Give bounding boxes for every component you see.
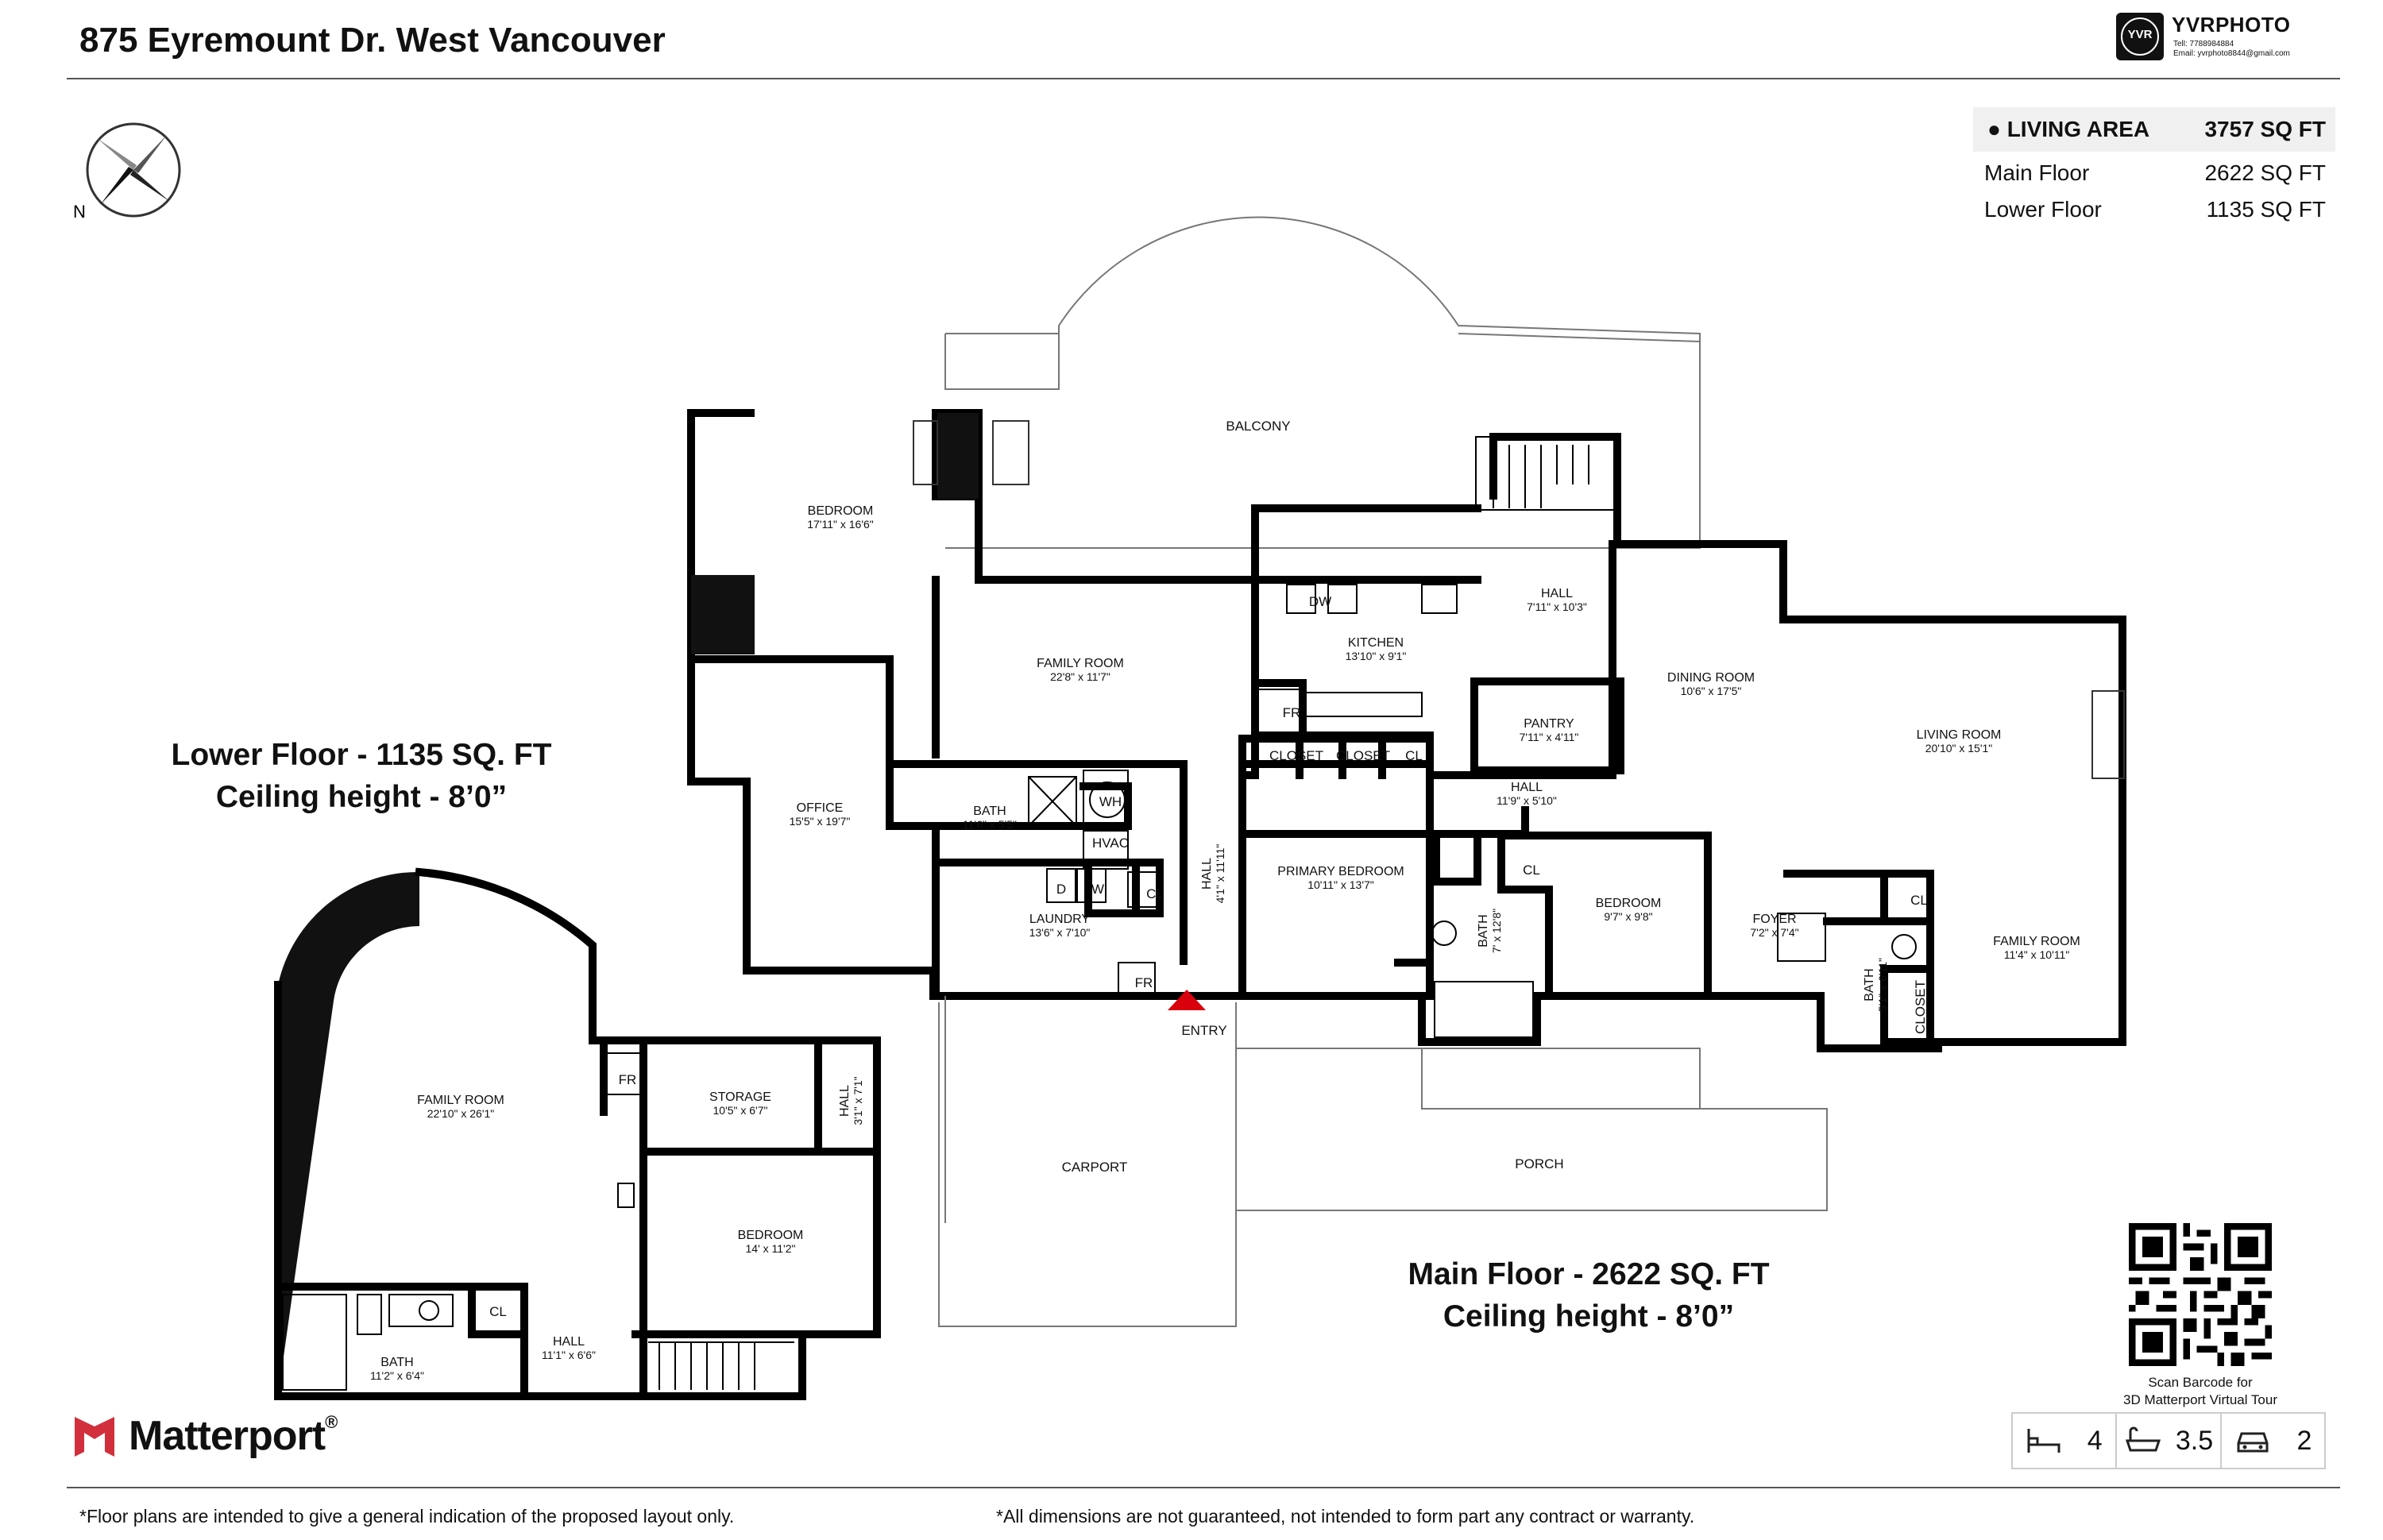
room-laundry: LAUNDRY 13'6" x 7'10" <box>1029 913 1091 939</box>
room-bedroom-second: BEDROOM 9'7" x 9'8" <box>1595 897 1662 923</box>
living-area-table: ● LIVING AREA 3757 SQ FT Main Floor 2622… <box>1973 107 2335 228</box>
label-porch: PORCH <box>1515 1156 1564 1171</box>
room-hall-vertical: HALL 4'1" x 11'11" <box>1200 843 1226 904</box>
label-lower-fr: FR <box>618 1072 637 1087</box>
label-dw: DW <box>1308 594 1332 609</box>
room-lower-bath: BATH 11'2" x 6'4" <box>370 1356 424 1382</box>
label-fr-entry: FR <box>1134 975 1153 990</box>
label-closet-2: CLOSET <box>1335 748 1391 763</box>
room-lower-hall-v: HALL 3'1" x 7'1" <box>838 1076 864 1125</box>
main-floor-walls <box>687 409 2126 1052</box>
label-carport: CARPORT <box>1061 1160 1128 1175</box>
area-row-main: Main Floor 2622 SQ FT <box>1984 160 2326 185</box>
car-icon <box>2237 1432 2269 1453</box>
label-hvac: HVAC <box>1092 836 1129 851</box>
room-family-east: FAMILY ROOM 11'4" x 10'11" <box>1993 935 2080 961</box>
brand-tel: Tell: 7788984884 <box>2173 40 2234 48</box>
qr-caption: Scan Barcode for 3D Matterport Virtual T… <box>2122 1375 2277 1407</box>
header-divider <box>67 78 2340 79</box>
balcony-outline <box>944 216 1701 549</box>
room-kitchen: KITCHEN 13'10" x 9'1" <box>1345 636 1407 662</box>
room-pantry: PANTRY 7'11" x 4'11" <box>1519 717 1579 743</box>
bed-icon <box>2027 1429 2061 1453</box>
page-title: 875 Eyremount Dr. West Vancouver <box>79 21 666 60</box>
room-lower-family: FAMILY ROOM 22'10" x 26'1" <box>417 1094 504 1120</box>
room-foyer: FOYER 7'2" x 7'4" <box>1750 913 1799 939</box>
compass-icon: N <box>73 122 181 222</box>
room-bedroom-main: BEDROOM 17'11" x 16'6" <box>807 504 874 531</box>
label-wh: WH <box>1099 794 1122 809</box>
label-dryer: D <box>1056 882 1067 897</box>
room-office: OFFICE 15'5" x 19'7" <box>789 801 851 828</box>
lower-floor-walls <box>274 867 881 1400</box>
room-hall-top: HALL 7'11" x 10'3" <box>1527 587 1587 613</box>
stat-beds: 4 <box>2013 1414 2118 1468</box>
room-bath-main: BATH 11'6" x 5'5" <box>963 805 1017 831</box>
room-hall-mid: HALL 11'9" x 5'10" <box>1497 781 1557 807</box>
living-area-header: ● LIVING AREA 3757 SQ FT <box>1973 107 2335 152</box>
label-entry: ENTRY <box>1181 1023 1227 1038</box>
area-row-lower: Lower Floor 1135 SQ FT <box>1984 197 2326 222</box>
room-bath-primary: BATH 7' x 12'8" <box>1477 908 1503 954</box>
matterport-brand: Matterport® <box>129 1412 338 1459</box>
label-closet-1: CLOSET <box>1269 748 1324 763</box>
stat-baths: 3.5 <box>2117 1414 2222 1468</box>
brand-name: YVRPHOTO <box>2172 13 2291 37</box>
room-lower-hall: HALL 11'1" x 6'6" <box>542 1335 596 1361</box>
bathtub-icon <box>2125 1426 2161 1452</box>
label-cl-hall: CL <box>1405 748 1423 763</box>
label-fr-kitchen: FR <box>1282 705 1301 720</box>
property-stats: 4 3.5 2 <box>2011 1412 2326 1469</box>
main-floor-interior <box>687 433 1934 1046</box>
room-primary-bedroom: PRIMARY BEDROOM 10'11" x 13'7" <box>1277 865 1404 891</box>
room-living: LIVING ROOM 20'10" x 15'1" <box>1916 728 2002 755</box>
room-dining: DINING ROOM 10'6" x 17'5" <box>1667 671 1755 697</box>
label-lower-cl: CL <box>489 1304 507 1319</box>
label-washer: W <box>1091 882 1105 897</box>
label-cl-foyer: CL <box>1910 893 1928 908</box>
room-lower-bedroom: BEDROOM 14' x 11'2" <box>737 1229 804 1255</box>
main-floor-caption: Main Floor - 2622 SQ. FT Ceiling height … <box>1408 1257 1770 1334</box>
lower-floor-caption: Lower Floor - 1135 SQ. FT Ceiling height… <box>171 738 552 814</box>
balcony-stairs <box>1475 436 1616 511</box>
stat-garage: 2 <box>2222 1414 2324 1468</box>
footer-disclaimer-right: *All dimensions are not guaranteed, not … <box>996 1506 1695 1526</box>
balcony-label: BALCONY <box>1226 419 1291 434</box>
matterport-logo-icon <box>75 1417 114 1457</box>
qr-code-icon[interactable] <box>2129 1223 2272 1366</box>
room-family-main: FAMILY ROOM 22'8" x 11'7" <box>1037 657 1124 683</box>
label-closet-east: CLOSET <box>1913 979 1928 1035</box>
yvrphoto-logo: YVR YVRPHOTO Tell: 7788984884 Email: yvr… <box>2116 13 2346 64</box>
svg-text:N: N <box>73 202 86 222</box>
footer-disclaimer-left: *Floor plans are intended to give a gene… <box>79 1506 735 1526</box>
brand-email: Email: yvrphoto8844@gmail.com <box>2173 49 2290 58</box>
label-cl-bedroom: CL <box>1523 863 1540 878</box>
yvr-badge-icon: YVR <box>2116 13 2164 60</box>
room-bath-half: BATH 5'1" x 6'11" <box>1863 958 1889 1012</box>
room-lower-storage: STORAGE 10'5" x 6'7" <box>709 1090 771 1117</box>
label-cl-laundry: CL <box>1146 886 1164 901</box>
footer-divider <box>67 1487 2340 1488</box>
